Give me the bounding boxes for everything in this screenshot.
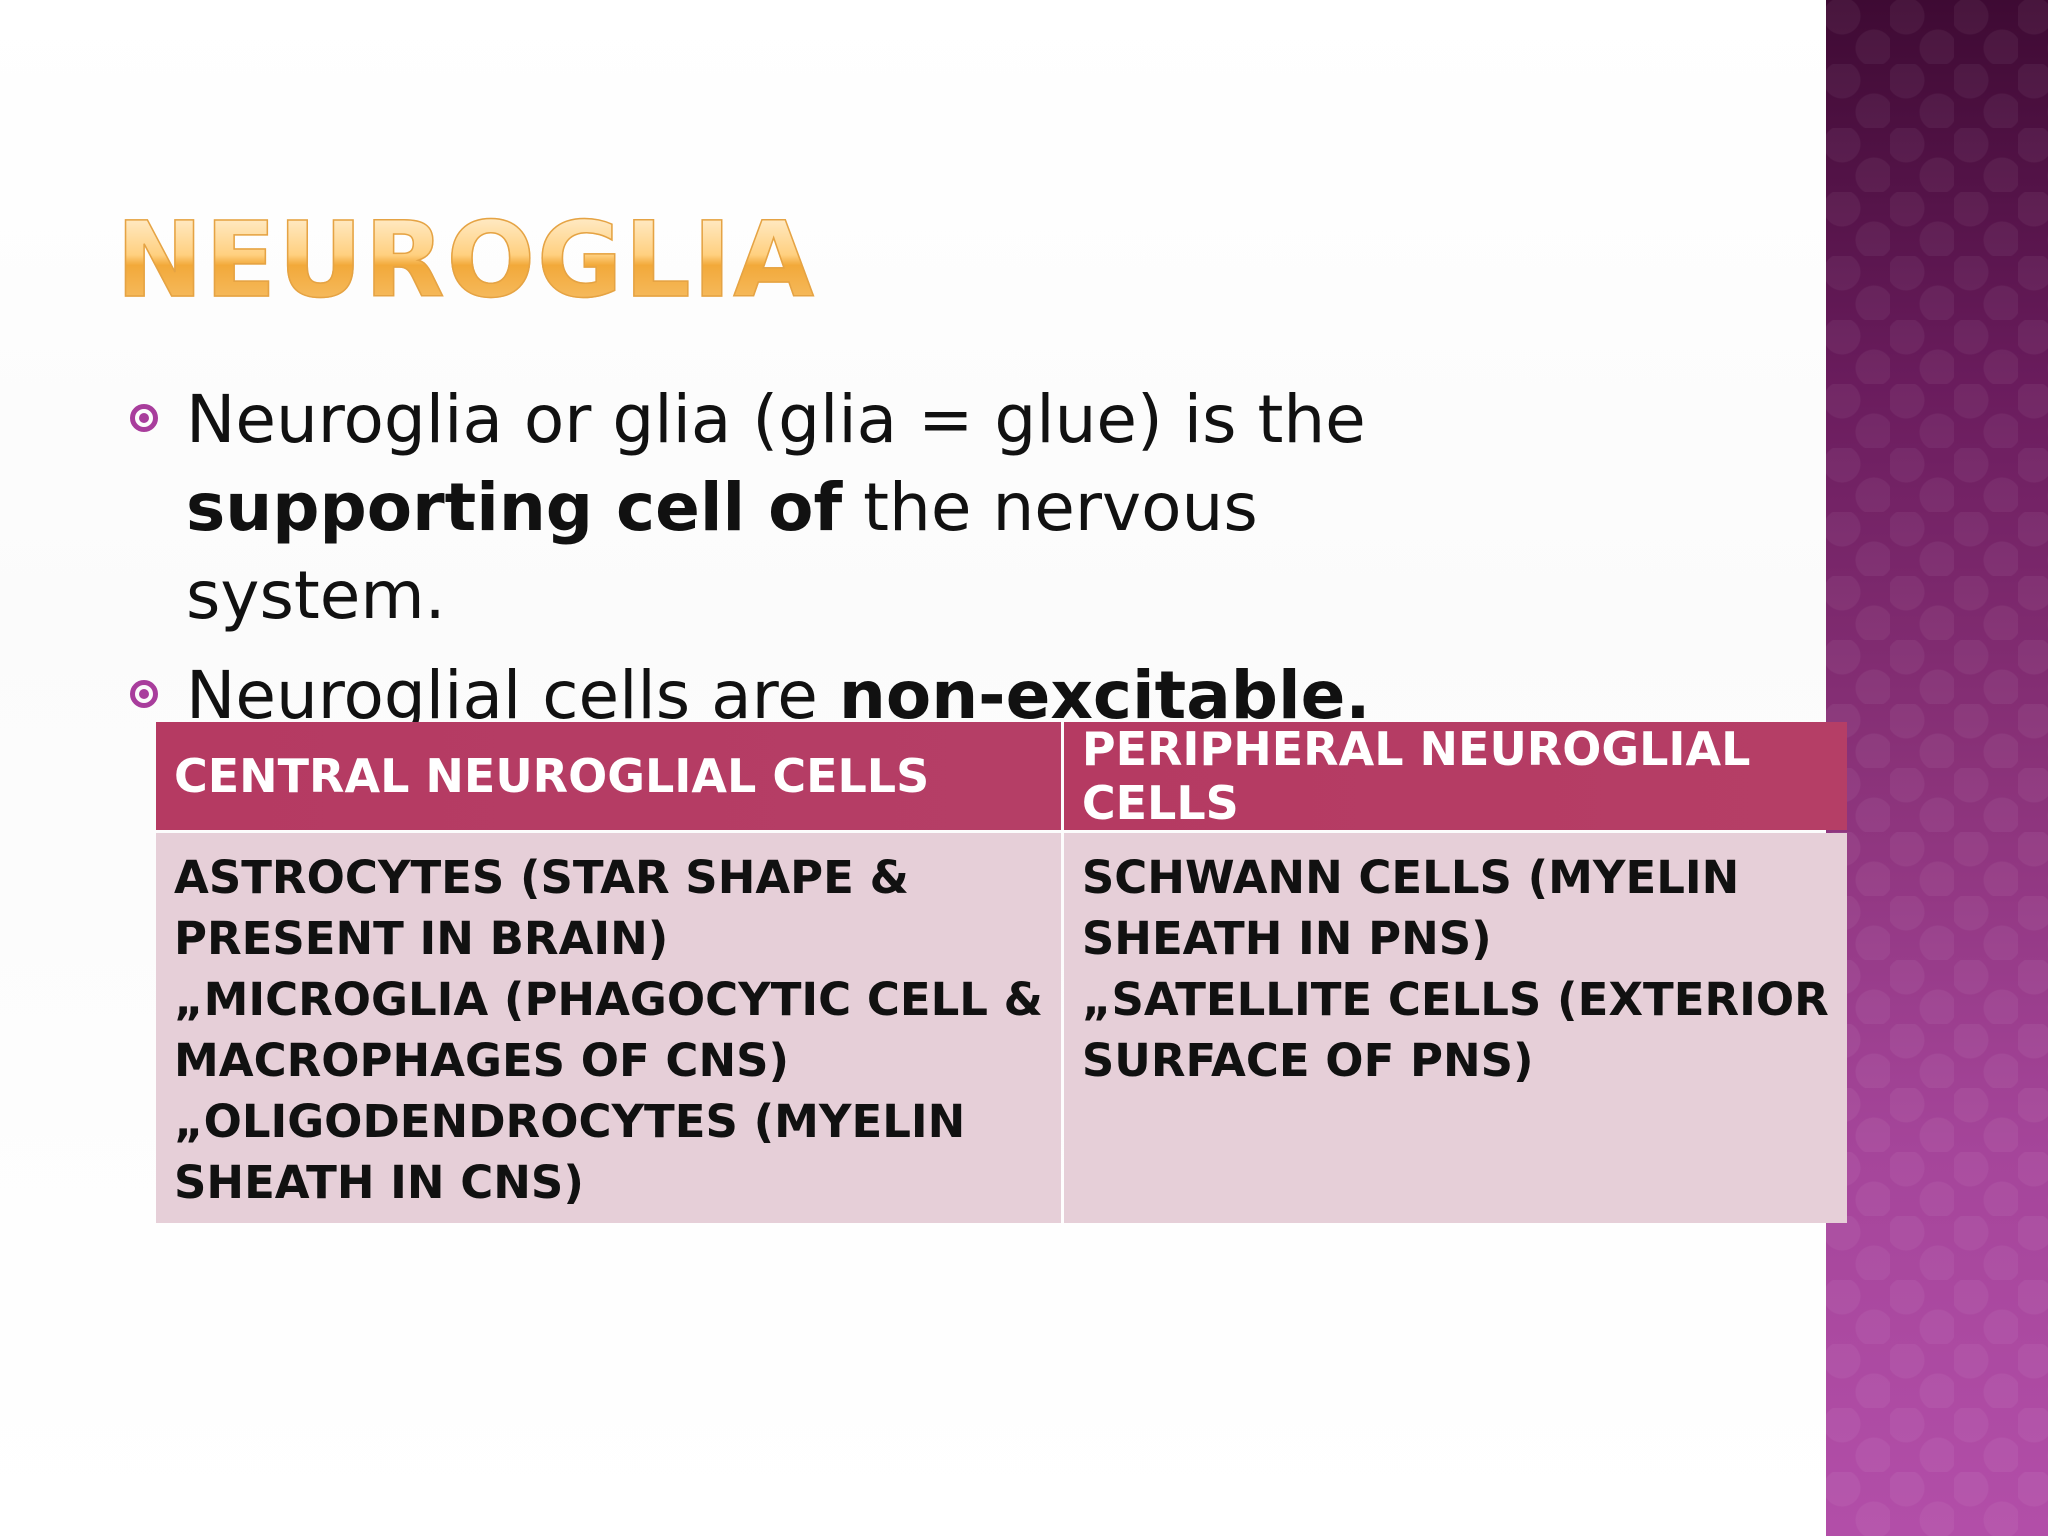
central-line: PRESENT IN BRAIN)	[174, 912, 669, 965]
header-central: CENTRAL NEUROGLIAL CELLS	[156, 722, 1061, 830]
bullet-bold-text: supporting cell of	[186, 469, 843, 546]
neuroglia-table: CENTRAL NEUROGLIAL CELLS PERIPHERAL NEUR…	[153, 719, 1850, 1226]
target-bullet-icon	[130, 680, 158, 708]
central-cell: ASTROCYTES (STAR SHAPE & PRESENT IN BRAI…	[156, 833, 1061, 1223]
target-bullet-icon	[130, 404, 158, 432]
slide-title: NEUROGLIA	[115, 199, 816, 321]
bullet-item: Neuroglial cells are non-excitable.	[124, 652, 1524, 740]
table-row: ASTROCYTES (STAR SHAPE & PRESENT IN BRAI…	[156, 833, 1847, 1223]
central-line: MACROPHAGES OF CNS)	[174, 1034, 790, 1087]
central-line: ASTROCYTES (STAR SHAPE &	[174, 851, 909, 904]
peripheral-line: SURFACE OF PNS)	[1081, 1034, 1534, 1087]
central-line: SHEATH IN CNS)	[174, 1156, 584, 1209]
peripheral-line: SHEATH IN PNS)	[1081, 912, 1492, 965]
decorative-side-band	[1826, 0, 2048, 1536]
header-peripheral: PERIPHERAL NEUROGLIAL CELLS	[1063, 722, 1847, 830]
peripheral-line: „SATELLITE CELLS (EXTERIOR	[1081, 973, 1829, 1026]
peripheral-cell: SCHWANN CELLS (MYELIN SHEATH IN PNS) „SA…	[1063, 833, 1847, 1223]
central-line: „MICROGLIA (PHAGOCYTIC CELL &	[174, 973, 1043, 1026]
peripheral-line: SCHWANN CELLS (MYELIN	[1081, 851, 1740, 904]
bullet-text: Neuroglia or glia (glia = glue) is the	[186, 381, 1366, 458]
bullet-text: Neuroglial cells are	[186, 657, 839, 734]
bullet-bold-text: non-excitable.	[838, 657, 1371, 734]
central-line: „OLIGODENDROCYTES (MYELIN	[174, 1095, 966, 1148]
bullet-text-end: the nervous system.	[186, 469, 1258, 634]
table-header-row: CENTRAL NEUROGLIAL CELLS PERIPHERAL NEUR…	[156, 722, 1847, 830]
bullet-item: Neuroglia or glia (glia = glue) is the s…	[124, 376, 1524, 640]
bullet-list: Neuroglia or glia (glia = glue) is the s…	[124, 376, 1524, 752]
